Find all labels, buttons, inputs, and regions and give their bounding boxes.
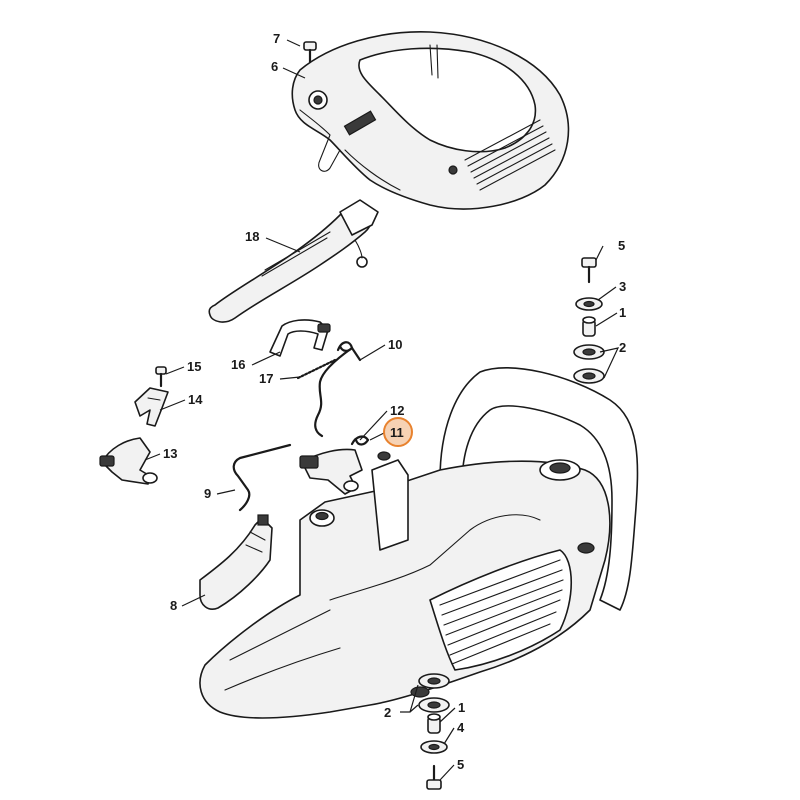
screw-5-bottom-part bbox=[426, 764, 442, 790]
callout-18[interactable]: 18 bbox=[245, 229, 259, 244]
handle-part bbox=[208, 199, 379, 323]
callout-10[interactable]: 10 bbox=[388, 337, 402, 352]
sleeve-1-top-part bbox=[582, 316, 596, 337]
callout-labels: 7 6 18 5 3 1 2 16 10 17 15 14 12 11 13 9… bbox=[163, 31, 626, 772]
callout-11[interactable]: 11 bbox=[390, 425, 404, 440]
callout-15[interactable]: 15 bbox=[187, 359, 201, 374]
top-cover-part bbox=[291, 31, 570, 210]
buffer-2-bottom-part bbox=[418, 673, 450, 713]
callout-1-bottom[interactable]: 1 bbox=[458, 700, 465, 715]
callout-2-bottom[interactable]: 2 bbox=[384, 705, 391, 720]
callout-3[interactable]: 3 bbox=[619, 279, 626, 294]
trigger-8-part bbox=[199, 514, 273, 610]
lever-12-part bbox=[299, 448, 363, 495]
bracket-16-part bbox=[269, 319, 331, 357]
callout-5-bottom[interactable]: 5 bbox=[457, 757, 464, 772]
screw-5-top-part bbox=[581, 257, 597, 284]
wire-9-part bbox=[232, 443, 292, 512]
sleeve-1-bottom-part bbox=[427, 713, 441, 734]
washer-3-top-part bbox=[575, 297, 603, 311]
pin-15-part bbox=[155, 366, 167, 388]
callout-2-top[interactable]: 2 bbox=[619, 340, 626, 355]
callout-8[interactable]: 8 bbox=[170, 598, 177, 613]
lever-13-part bbox=[99, 437, 158, 485]
spring-11-part bbox=[350, 435, 370, 446]
callout-17[interactable]: 17 bbox=[259, 371, 273, 386]
spring-10-part bbox=[314, 341, 362, 438]
housing-part bbox=[199, 366, 639, 719]
callout-13[interactable]: 13 bbox=[163, 446, 177, 461]
washer-4-part bbox=[420, 740, 448, 754]
callout-12[interactable]: 12 bbox=[390, 403, 404, 418]
buffer-2-top-part bbox=[573, 344, 605, 384]
callout-6[interactable]: 6 bbox=[271, 59, 278, 74]
callout-11-highlight bbox=[383, 417, 413, 447]
callout-5-top[interactable]: 5 bbox=[618, 238, 625, 253]
callout-1-top[interactable]: 1 bbox=[619, 305, 626, 320]
callout-4[interactable]: 4 bbox=[457, 720, 465, 735]
callout-7[interactable]: 7 bbox=[273, 31, 280, 46]
wire-17-part bbox=[296, 358, 337, 380]
callout-14[interactable]: 14 bbox=[188, 392, 203, 407]
callout-9[interactable]: 9 bbox=[204, 486, 211, 501]
callout-16[interactable]: 16 bbox=[231, 357, 245, 372]
screw-7-part bbox=[303, 41, 317, 64]
lever-14-part bbox=[134, 387, 169, 427]
